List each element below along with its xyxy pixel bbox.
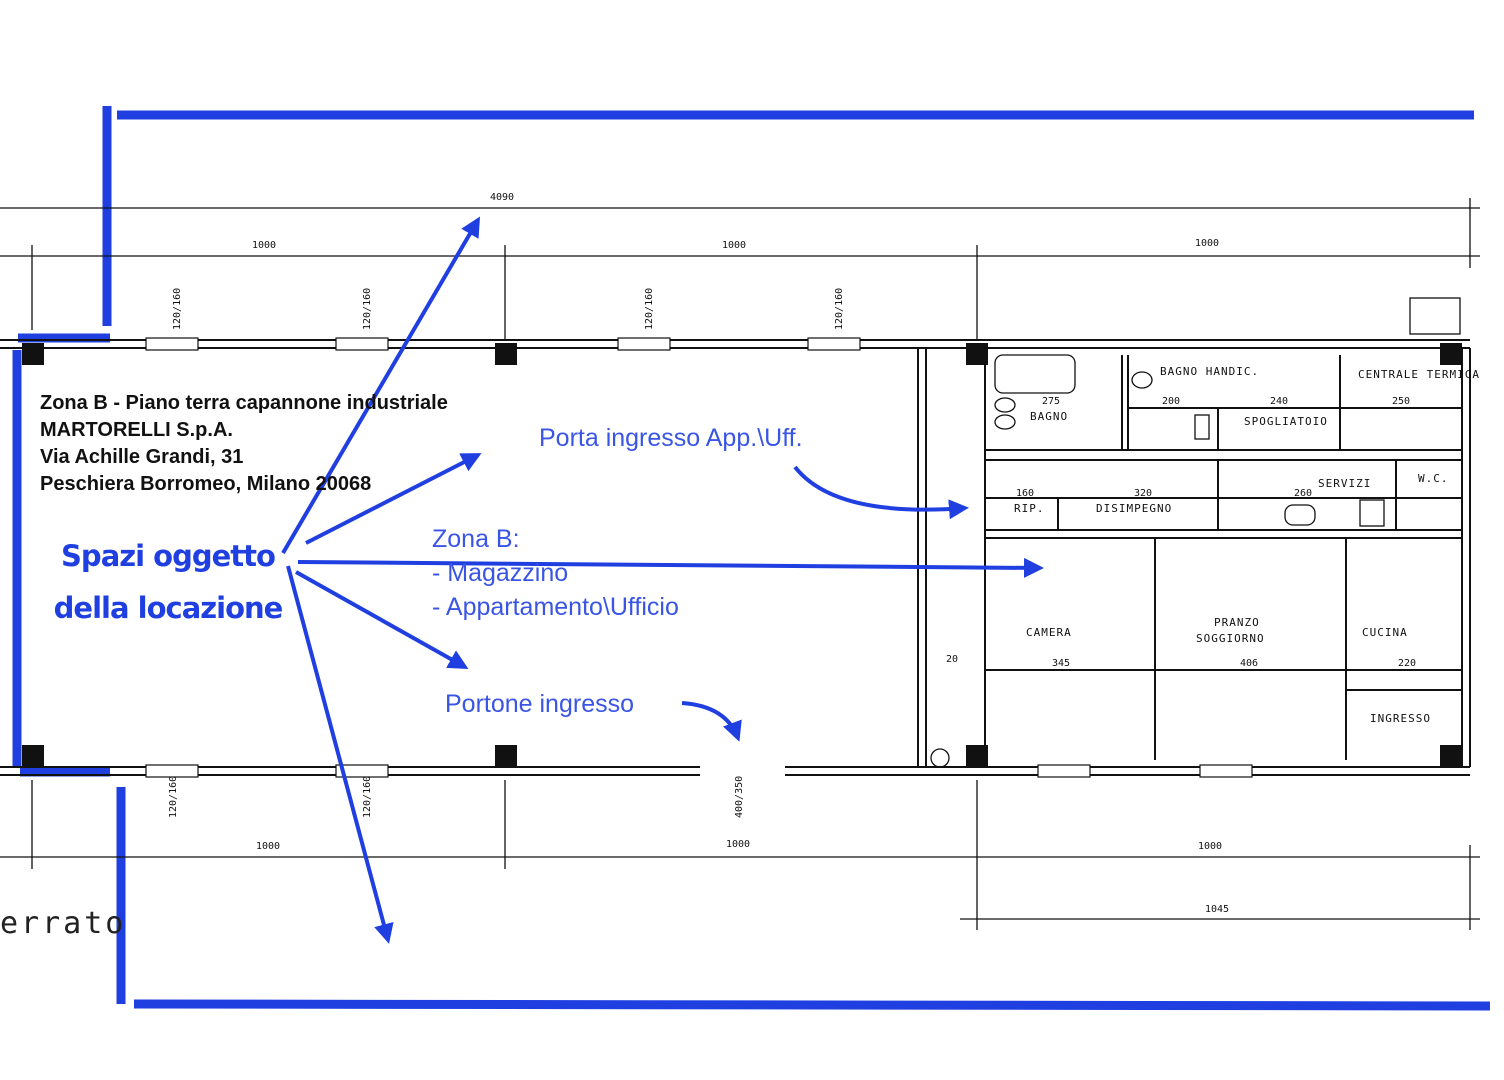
dim-window: 120/160 (172, 288, 183, 330)
room-ingresso: INGRESSO (1370, 712, 1431, 725)
dim-window: 120/160 (168, 776, 179, 818)
room-bagno-handicap: BAGNO HANDIC. (1160, 365, 1259, 378)
callout-portone-ingresso: Portone ingresso (445, 690, 635, 718)
headline-label: Spazi oggetto della locazione (48, 530, 288, 634)
room-dimension: 275 (1042, 396, 1060, 407)
room-ripostiglio: RIP. (1014, 502, 1045, 515)
room-dimension: 406 (1240, 658, 1258, 669)
dim-top-bay-2: 1000 (722, 240, 746, 251)
room-pranzo: PRANZO (1214, 616, 1260, 629)
room-servizi: SERVIZI (1318, 477, 1371, 490)
room-wc: W.C. (1418, 472, 1449, 485)
room-cucina: CUCINA (1362, 626, 1408, 639)
callout-arrows (281, 216, 1044, 944)
address-title: Zona B - Piano terra capannone industria… (40, 392, 448, 414)
dim-window: 120/160 (362, 288, 373, 330)
room-dimension: 345 (1052, 658, 1070, 669)
zone-item-appartamento: - Appartamento\Ufficio (432, 593, 679, 621)
room-dimension: 320 (1134, 488, 1152, 499)
dim-bottom-bay-1: 1000 (256, 841, 280, 852)
zone-title: Zona B: (432, 525, 520, 553)
street-address: Via Achille Grandi, 31 (40, 446, 244, 468)
dim-offset: 20 (946, 654, 958, 665)
zone-description: Zona B: - Magazzino - Appartamento\Uffic… (432, 522, 679, 624)
highlight-frame (12, 106, 1491, 1011)
structural-columns (22, 343, 1462, 767)
room-bagno: BAGNO (1030, 410, 1068, 423)
cropped-drawing-label: errato (0, 906, 126, 941)
dim-top-bay-1: 1000 (252, 240, 276, 251)
building-walls (0, 339, 1471, 776)
zone-item-magazzino: - Magazzino (432, 559, 569, 587)
dim-bottom-bay-2: 1000 (726, 839, 750, 850)
room-disimpegno: DISIMPEGNO (1096, 502, 1172, 515)
room-dimension: 200 (1162, 396, 1180, 407)
dim-window: 120/160 (644, 288, 655, 330)
callout-porta-ingresso: Porta ingresso App.\Uff. (539, 424, 803, 452)
room-dimension: 240 (1270, 396, 1288, 407)
dim-total: 4090 (490, 192, 514, 203)
room-dimension: 160 (1016, 488, 1034, 499)
dim-window: 120/160 (834, 288, 845, 330)
dim-bottom-bay-3: 1000 (1198, 841, 1222, 852)
city-address: Peschiera Borromeo, Milano 20068 (40, 473, 372, 495)
room-camera: CAMERA (1026, 626, 1072, 639)
dim-bottom-total: 1045 (1205, 904, 1229, 915)
room-soggiorno: SOGGIORNO (1196, 632, 1265, 645)
bathroom-fixtures (930, 297, 1461, 768)
wall-openings (145, 337, 1253, 778)
company-name: MARTORELLI S.p.A. (40, 419, 233, 441)
dim-door: 400/350 (734, 776, 745, 818)
room-dimension: 220 (1398, 658, 1416, 669)
headline-line-1: Spazi oggetto (61, 539, 276, 573)
room-centrale-termica: CENTRALE TERMICA (1358, 368, 1480, 381)
room-spogliatoio: SPOGLIATOIO (1244, 415, 1328, 428)
address-block: Zona B - Piano terra capannone industria… (40, 390, 448, 498)
dim-window: 120/160 (362, 776, 373, 818)
room-dimension: 260 (1294, 488, 1312, 499)
dim-top-bay-3: 1000 (1195, 238, 1219, 249)
room-dimension: 250 (1392, 396, 1410, 407)
headline-line-2: della locazione (53, 591, 284, 625)
dimension-lines (0, 198, 1480, 930)
